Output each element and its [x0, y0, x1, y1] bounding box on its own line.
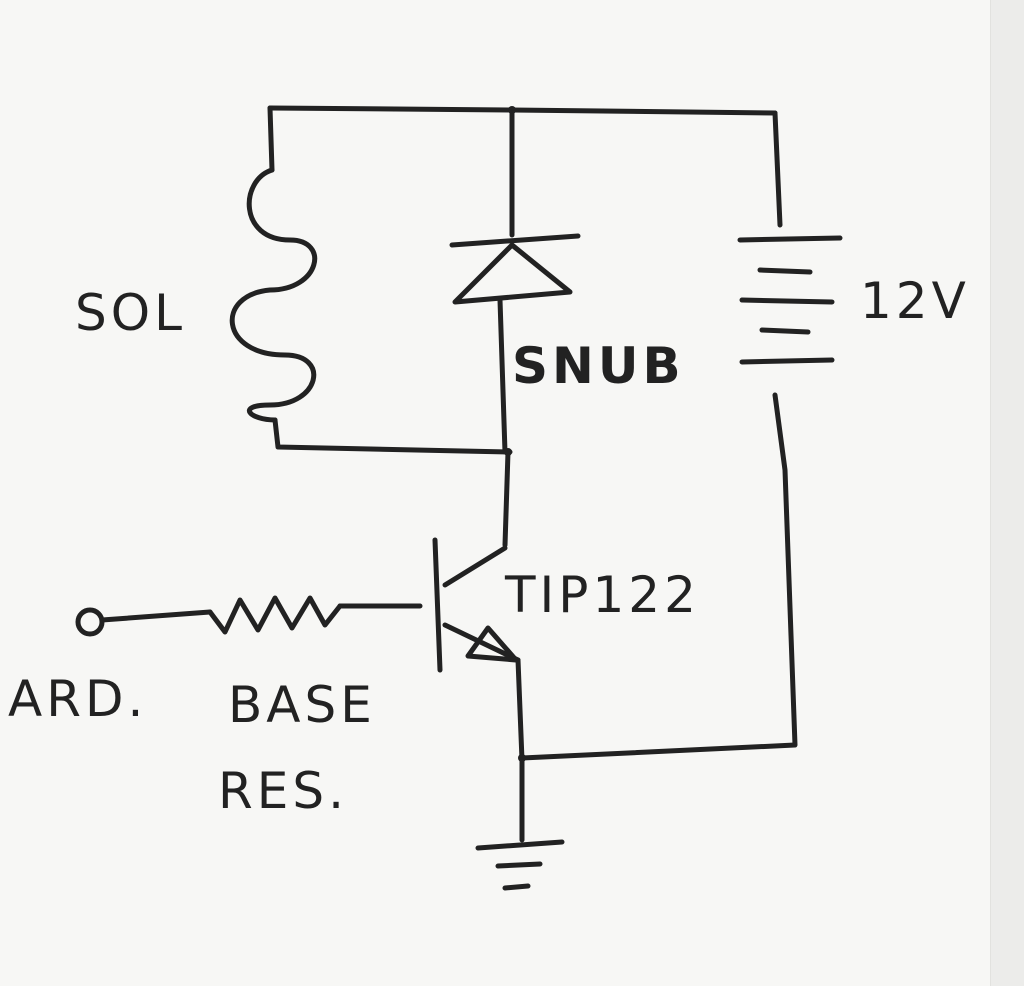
battery-top-lead [772, 110, 783, 228]
solenoid-coil [229, 167, 318, 423]
snubber-label: SNUB [512, 337, 685, 395]
transistor-label: TIP122 [504, 566, 700, 624]
solenoid-bottom-wire [272, 417, 513, 455]
transistor-emitter-arrow [465, 625, 519, 663]
solenoid-label: SOL [75, 284, 186, 342]
battery-plate-2 [757, 267, 813, 275]
battery-plate-1 [737, 235, 843, 243]
transistor-collector [442, 545, 508, 588]
emitter-wire [515, 657, 525, 843]
base-resistor-label-line2: RES. [218, 762, 348, 820]
transistor-base-bar [432, 537, 443, 673]
input-wire [99, 609, 213, 623]
ground-line-2 [495, 861, 543, 869]
junction-dot-ground [518, 754, 526, 762]
battery-plate-5 [739, 357, 835, 365]
transistor-emitter [442, 622, 521, 663]
junction-dot-top [508, 106, 516, 114]
paper-sheet [0, 0, 990, 986]
base-resistor-label-line1: BASE [228, 676, 376, 734]
supply-label: 12V [860, 272, 970, 330]
top-rail-wire [267, 105, 778, 116]
snubber-bottom-lead [497, 297, 508, 455]
snubber-diode-triangle [452, 242, 573, 305]
battery-plate-3 [739, 297, 835, 305]
ground-line-1 [475, 839, 565, 851]
base-resistor-zigzag [207, 595, 343, 635]
paper-edge [990, 0, 1024, 986]
ground-line-3 [502, 883, 531, 891]
arduino-label: ARD. [8, 670, 147, 728]
junction-dot-collector [504, 448, 512, 456]
solenoid-top-lead [267, 105, 275, 173]
arduino-input-terminal [75, 607, 105, 637]
collector-wire [502, 449, 511, 548]
battery-bottom-wire [519, 392, 798, 761]
battery-plate-4 [759, 327, 811, 335]
snubber-diode-bar [449, 233, 581, 248]
